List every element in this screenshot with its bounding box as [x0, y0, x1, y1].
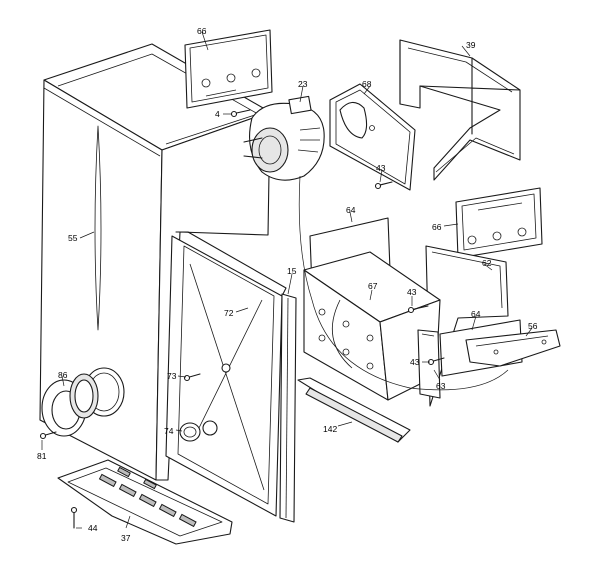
- callout-142: 142: [323, 424, 337, 434]
- part-56-burner-tray: [465, 329, 561, 367]
- callout-43-a: 43: [376, 163, 386, 173]
- part-72-front-panel: [165, 231, 287, 517]
- part-15-strip: [279, 293, 297, 523]
- callout-73: 73: [167, 371, 177, 381]
- callout-66-right: 66: [432, 222, 442, 232]
- callout-labels: 66 23 39 68 4 43 64 66 55 62 15 67 43 72…: [37, 26, 538, 543]
- callout-37: 37: [121, 533, 131, 543]
- part-43-screw-b: [407, 305, 429, 314]
- callout-44: 44: [88, 523, 98, 533]
- part-43-screw-c: [427, 357, 445, 366]
- part-23-fan-assembly: [243, 95, 325, 181]
- part-66-right-bracket: [455, 187, 543, 259]
- callout-43-c: 43: [410, 357, 420, 367]
- callout-81: 81: [37, 451, 47, 461]
- callout-66-top: 66: [197, 26, 207, 36]
- callout-86: 86: [58, 370, 68, 380]
- part-44-screw: [70, 506, 78, 529]
- part-86-flue-ring: [41, 373, 99, 437]
- part-66-top-bracket: [184, 29, 273, 109]
- part-74-sight-glass: [179, 420, 218, 442]
- callout-74: 74: [164, 426, 174, 436]
- callout-4: 4: [215, 109, 220, 119]
- callout-15: 15: [287, 266, 297, 276]
- leader-lines: [41, 31, 533, 529]
- part-73-screw: [183, 373, 201, 382]
- part-142-deflector: [297, 377, 411, 443]
- callout-68: 68: [362, 79, 372, 89]
- part-39-hood: [399, 39, 521, 181]
- part-68-plate: [329, 83, 416, 191]
- callout-64-a: 64: [346, 205, 356, 215]
- part-43-screw-a: [374, 181, 393, 190]
- callout-62: 62: [482, 258, 492, 268]
- callout-39: 39: [466, 40, 476, 50]
- part-55-cabinet: [39, 43, 271, 481]
- part-81-screw: [39, 431, 57, 440]
- callout-64-b: 64: [471, 309, 481, 319]
- callout-72: 72: [224, 308, 234, 318]
- fan-cable: [298, 175, 509, 391]
- callout-67: 67: [368, 281, 378, 291]
- callout-63: 63: [436, 381, 446, 391]
- part-37-base-plate: [57, 459, 233, 545]
- callout-23: 23: [298, 79, 308, 89]
- callout-56: 56: [528, 321, 538, 331]
- callout-43-b: 43: [407, 287, 417, 297]
- callout-55: 55: [68, 233, 78, 243]
